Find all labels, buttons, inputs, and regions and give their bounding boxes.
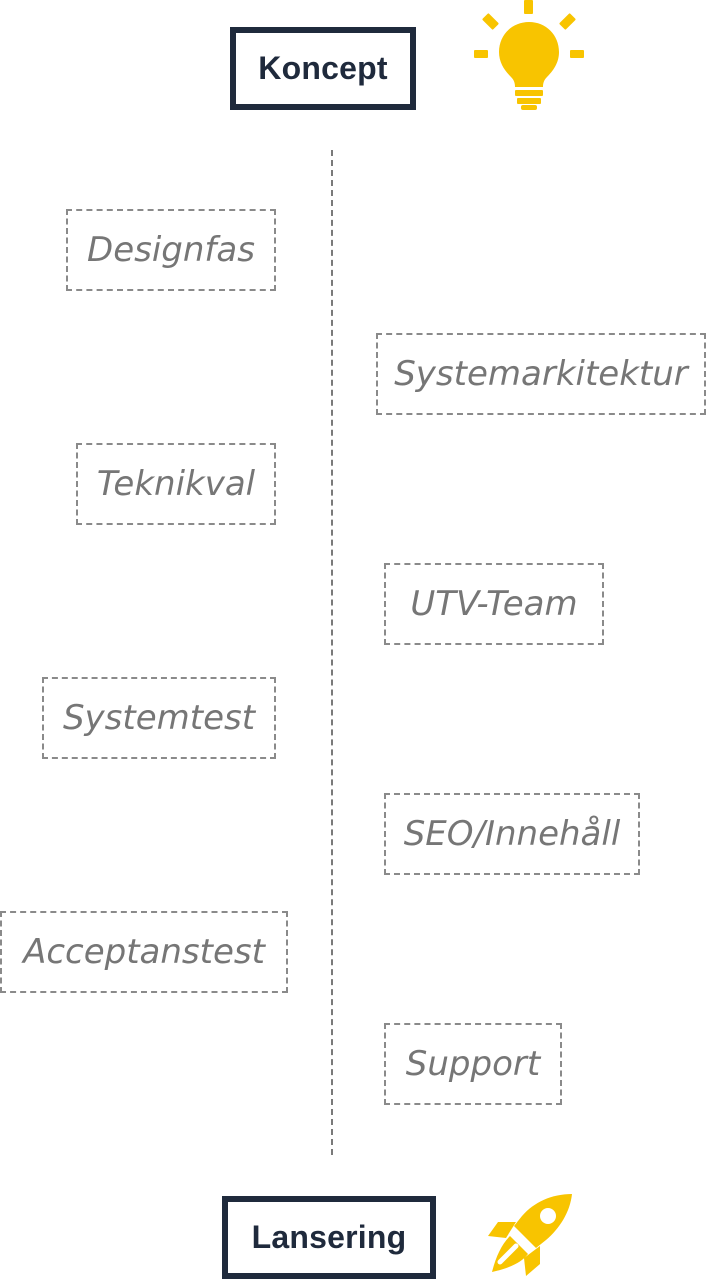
start-milestone-label: Koncept xyxy=(258,50,388,86)
timeline-line xyxy=(331,150,333,1155)
phase-systemtest: Systemtest xyxy=(42,677,276,759)
phase-systemarkitektur: Systemarkitektur xyxy=(376,333,706,415)
rocket-icon xyxy=(488,1194,572,1276)
phase-seo-innehall: SEO/Innehåll xyxy=(384,793,640,875)
phase-acceptanstest: Acceptanstest xyxy=(0,911,288,993)
start-milestone: Koncept xyxy=(230,27,416,110)
lightbulb-icon xyxy=(474,0,584,110)
phase-support: Support xyxy=(384,1023,562,1105)
phase-teknikval: Teknikval xyxy=(76,443,276,525)
phase-utv-team: UTV-Team xyxy=(384,563,604,645)
end-milestone: Lansering xyxy=(222,1196,436,1279)
phase-designfas: Designfas xyxy=(66,209,276,291)
end-milestone-label: Lansering xyxy=(251,1219,407,1255)
